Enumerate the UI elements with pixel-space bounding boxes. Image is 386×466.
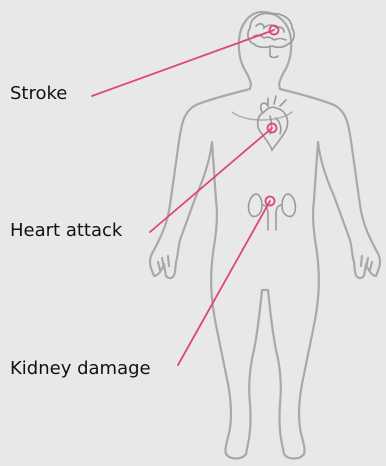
human-body-outline-icon xyxy=(150,12,380,459)
kidneys-icon xyxy=(249,194,296,230)
stroke-pointer-line xyxy=(92,30,274,96)
kidney-damage-label: Kidney damage xyxy=(10,359,151,379)
stroke-label: Stroke xyxy=(10,84,67,104)
heart-attack-label: Heart attack xyxy=(10,221,122,241)
brain-icon xyxy=(248,14,294,58)
